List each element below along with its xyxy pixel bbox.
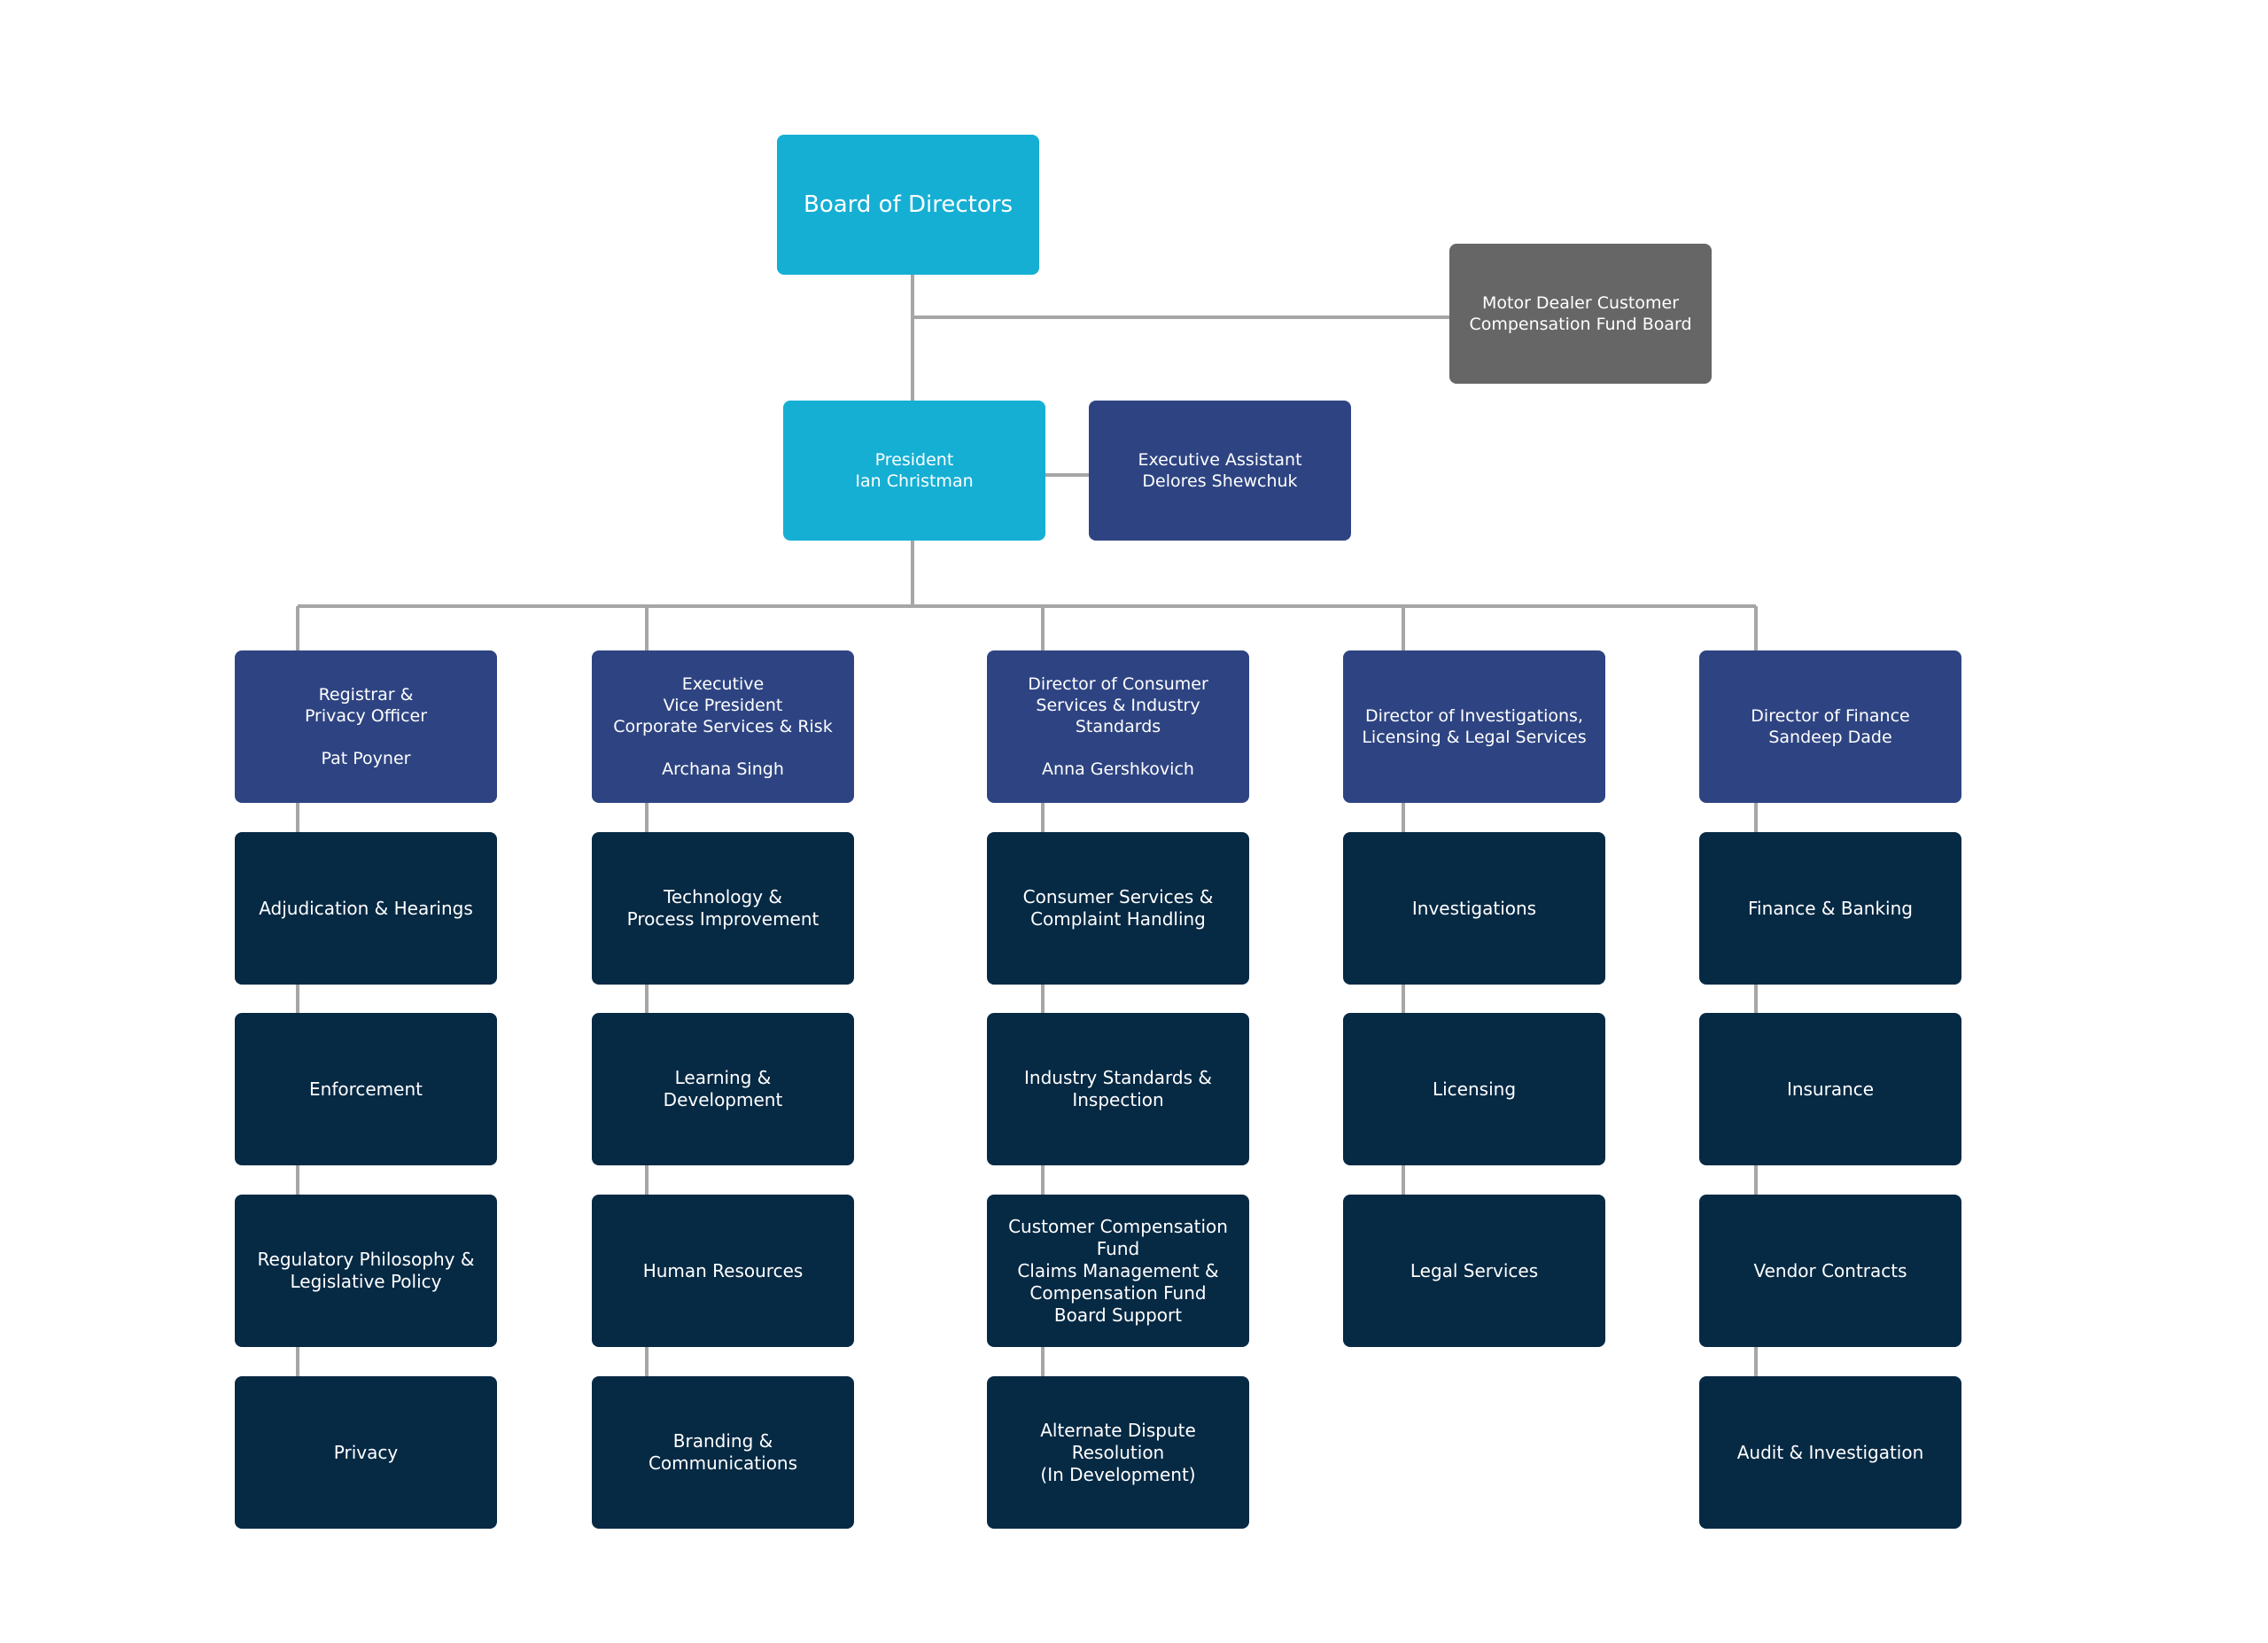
dept-label: Finance & Banking	[1748, 897, 1913, 919]
dept-label: Vendor Contracts	[1753, 1259, 1907, 1281]
dept-box-human-resources: Human Resources	[592, 1195, 854, 1347]
division-head-label: Director of Investigations, Licensing & …	[1362, 706, 1587, 747]
dept-box-enforcement: Enforcement	[235, 1013, 497, 1165]
dept-label: Alternate Dispute Resolution (In Develop…	[1040, 1419, 1196, 1485]
dept-label: Investigations	[1411, 897, 1537, 919]
dept-box-finance-banking: Finance & Banking	[1699, 832, 1961, 985]
dept-label: Learning & Development	[663, 1067, 783, 1110]
executive-assistant-box: Executive Assistant Delores Shewchuk	[1089, 401, 1351, 541]
division-head-label: Director of Consumer Services & Industry…	[1028, 674, 1208, 779]
dept-box-regulatory-philosophy: Regulatory Philosophy & Legislative Poli…	[235, 1195, 497, 1347]
motor-dealer-board-box: Motor Dealer Customer Compensation Fund …	[1449, 244, 1712, 384]
division-head-executive-vp: Executive Vice President Corporate Servi…	[592, 650, 854, 803]
dept-label: Audit & Investigation	[1736, 1441, 1924, 1463]
dept-box-learning: Learning & Development	[592, 1013, 854, 1165]
dept-box-branding: Branding & Communications	[592, 1376, 854, 1529]
board-of-directors-label: Board of Directors	[804, 191, 1013, 218]
dept-box-audit: Audit & Investigation	[1699, 1376, 1961, 1529]
dept-box-industry-standards: Industry Standards & Inspection	[987, 1013, 1249, 1165]
executive-assistant-label: Executive Assistant Delores Shewchuk	[1138, 450, 1302, 491]
dept-box-compensation-fund: Customer Compensation Fund Claims Manage…	[987, 1195, 1249, 1347]
dept-label: Insurance	[1786, 1078, 1875, 1100]
dept-label: Enforcement	[309, 1078, 423, 1100]
division-head-consumer-services: Director of Consumer Services & Industry…	[987, 650, 1249, 803]
dept-box-insurance: Insurance	[1699, 1013, 1961, 1165]
division-head-label: Executive Vice President Corporate Servi…	[613, 674, 833, 779]
division-head-label: Registrar & Privacy Officer Pat Poyner	[304, 685, 428, 768]
dept-label: Privacy	[333, 1441, 399, 1463]
division-head-label: Director of Finance Sandeep Dade	[1751, 706, 1910, 747]
motor-dealer-board-label: Motor Dealer Customer Compensation Fund …	[1469, 293, 1692, 334]
board-of-directors-box: Board of Directors	[777, 135, 1039, 275]
dept-box-consumer-services: Consumer Services & Complaint Handling	[987, 832, 1249, 985]
dept-box-vendor-contracts: Vendor Contracts	[1699, 1195, 1961, 1347]
dept-box-licensing: Licensing	[1343, 1013, 1605, 1165]
dept-box-investigations: Investigations	[1343, 832, 1605, 985]
dept-label: Branding & Communications	[648, 1430, 798, 1474]
president-box: President Ian Christman	[783, 401, 1045, 541]
dept-box-dispute-resolution: Alternate Dispute Resolution (In Develop…	[987, 1376, 1249, 1529]
division-head-investigations: Director of Investigations, Licensing & …	[1343, 650, 1605, 803]
dept-label: Technology & Process Improvement	[626, 886, 819, 930]
dept-box-adjudication: Adjudication & Hearings	[235, 832, 497, 985]
dept-label: Human Resources	[642, 1259, 804, 1281]
dept-label: Customer Compensation Fund Claims Manage…	[1008, 1215, 1228, 1326]
division-head-registrar: Registrar & Privacy Officer Pat Poyner	[235, 650, 497, 803]
dept-label: Licensing	[1432, 1078, 1517, 1100]
dept-label: Industry Standards & Inspection	[1024, 1067, 1212, 1110]
dept-box-legal-services: Legal Services	[1343, 1195, 1605, 1347]
president-label: President Ian Christman	[855, 450, 974, 491]
division-head-finance: Director of Finance Sandeep Dade	[1699, 650, 1961, 803]
dept-box-privacy: Privacy	[235, 1376, 497, 1529]
dept-box-technology: Technology & Process Improvement	[592, 832, 854, 985]
dept-label: Consumer Services & Complaint Handling	[1022, 886, 1214, 930]
dept-label: Legal Services	[1410, 1259, 1539, 1281]
dept-label: Adjudication & Hearings	[259, 897, 473, 919]
dept-label: Regulatory Philosophy & Legislative Poli…	[257, 1249, 475, 1292]
